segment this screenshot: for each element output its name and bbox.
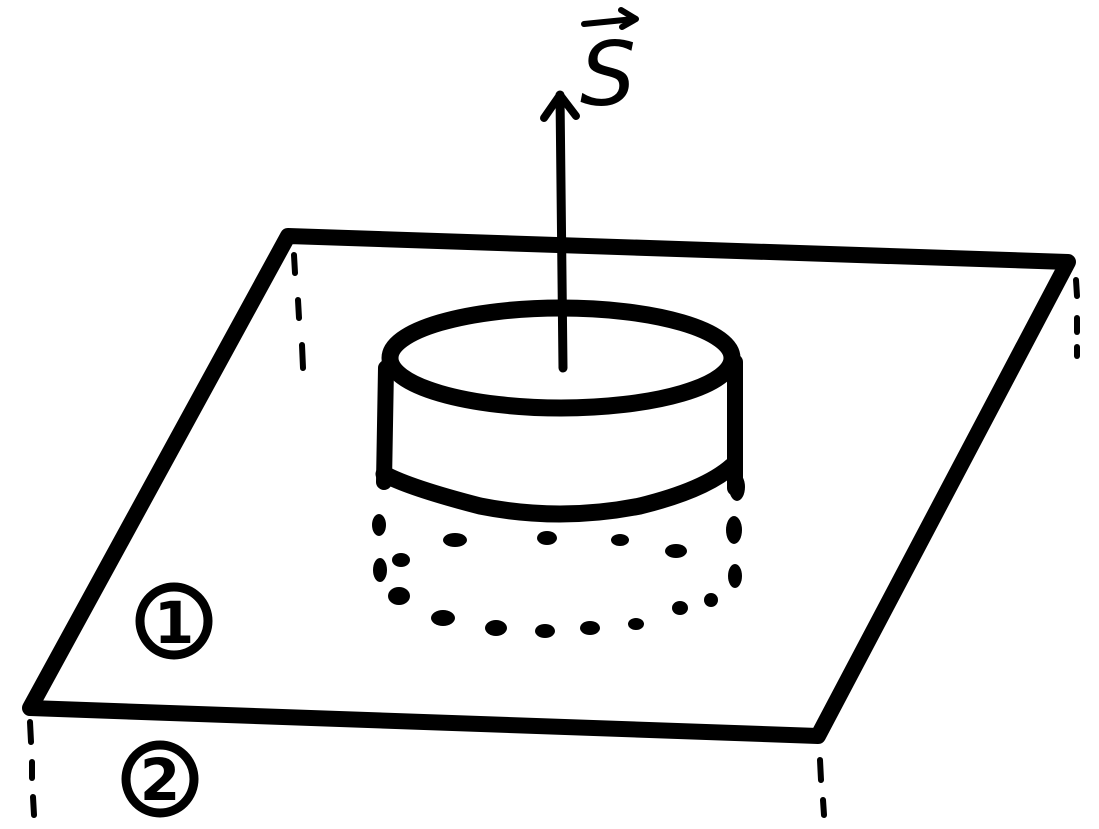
normal-vector-arrow bbox=[540, 90, 580, 373]
corner-dash-marks bbox=[27, 252, 1080, 818]
vector-label-text: S bbox=[580, 23, 636, 126]
pillbox-lower-dashed bbox=[372, 473, 745, 638]
region-label-2-text: 2 bbox=[140, 746, 180, 814]
vector-label: S bbox=[580, 7, 639, 126]
interface-plane bbox=[22, 228, 1076, 744]
pillbox-left-wall bbox=[376, 360, 394, 490]
pillbox-middle-rim bbox=[375, 457, 741, 523]
region-label-1-text: 1 bbox=[154, 589, 194, 657]
region-label-1: 1 bbox=[135, 582, 213, 660]
region-label-2: 2 bbox=[121, 740, 199, 818]
vector-over-arrow-icon bbox=[581, 7, 639, 30]
